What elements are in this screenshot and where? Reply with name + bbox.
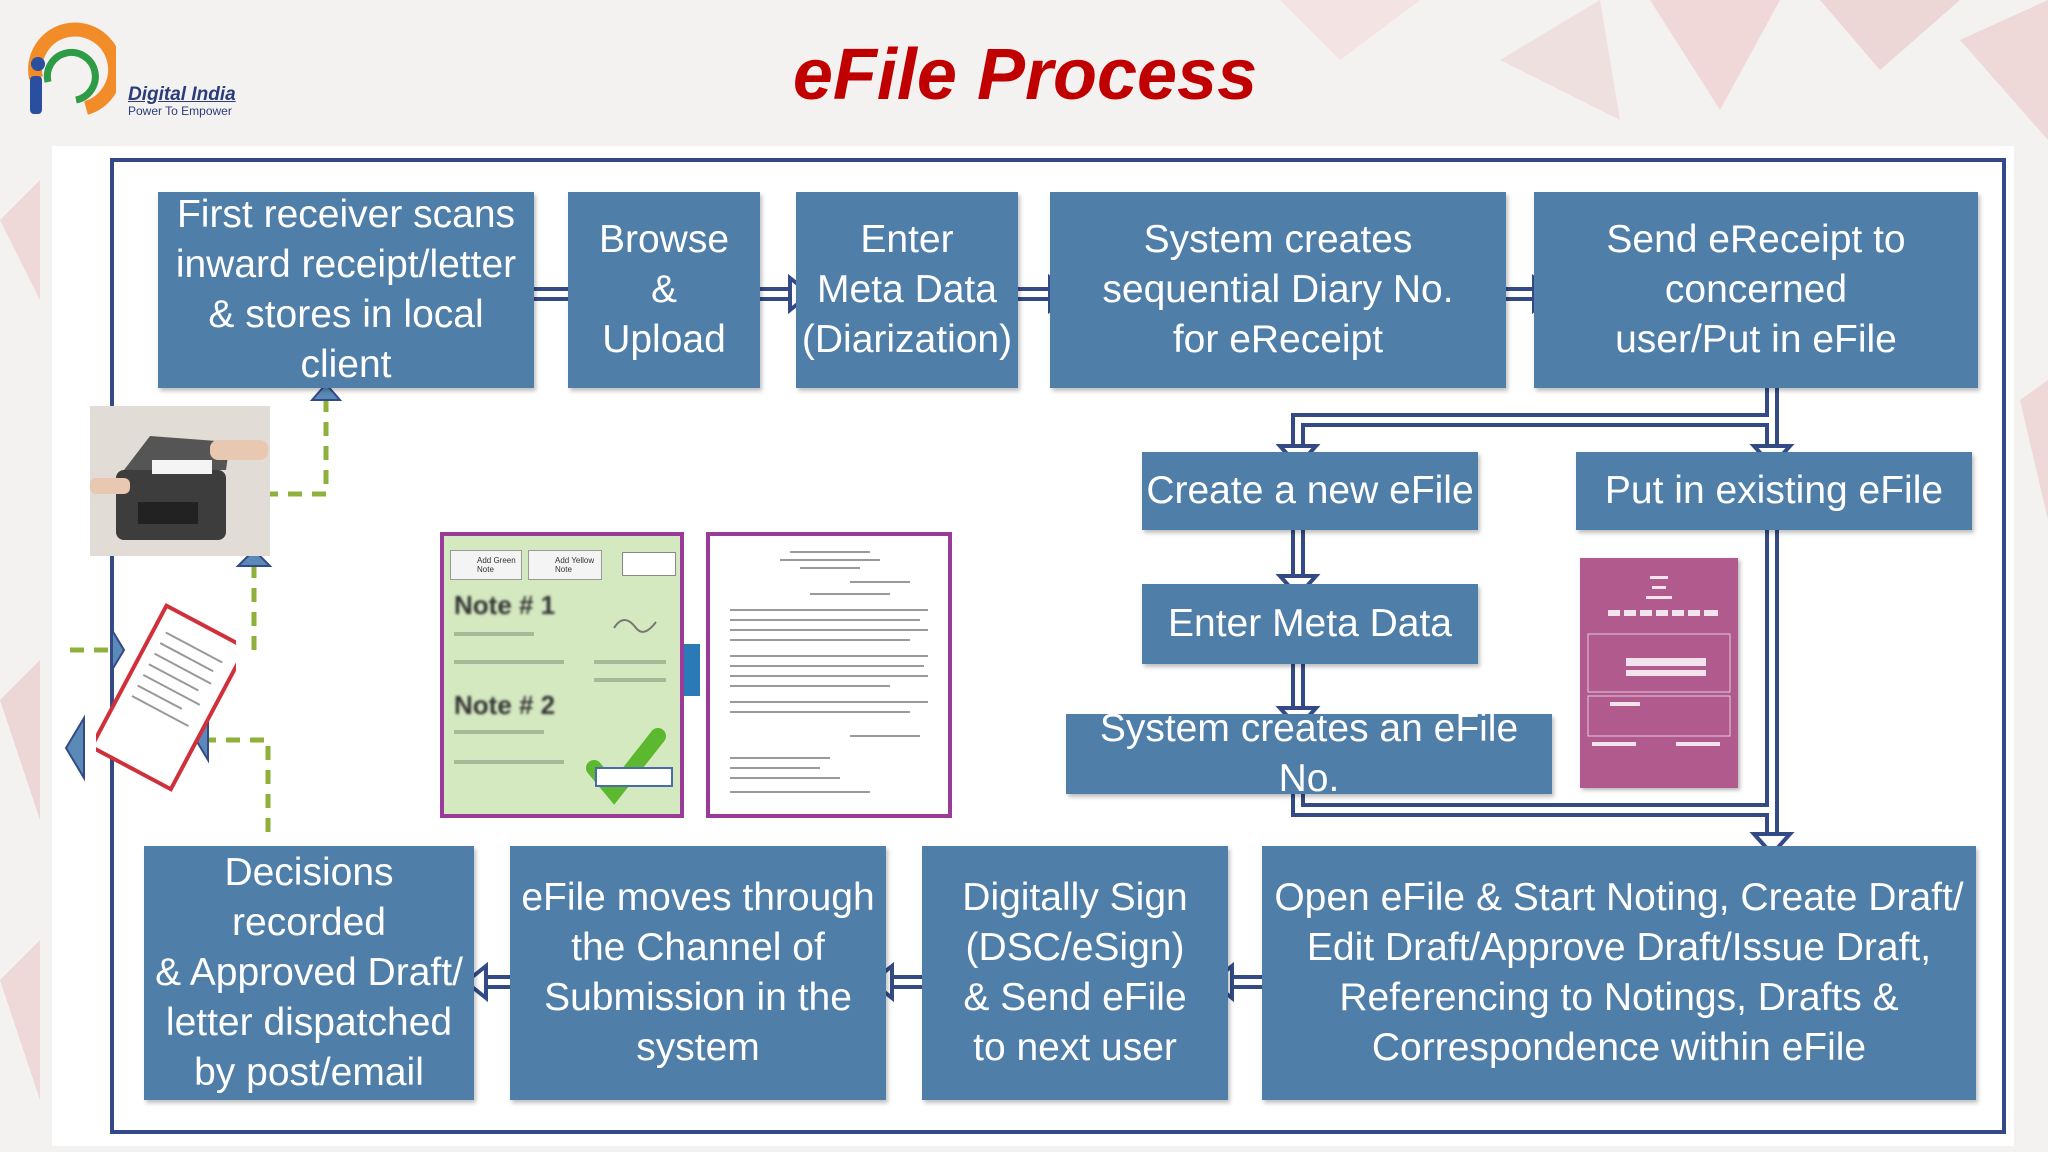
- note-search-box: [622, 552, 676, 576]
- step-decisions-dispatched: Decisions recorded & Approved Draft/ let…: [144, 846, 474, 1100]
- correspondence-page-screenshot: [706, 532, 952, 818]
- letter-icon: [88, 602, 249, 792]
- note-2-heading: Note # 2: [454, 690, 556, 720]
- step-create-new-efile: Create a new eFile: [1142, 452, 1478, 530]
- step-digitally-sign: Digitally Sign (DSC/eSign) & Send eFile …: [922, 846, 1228, 1100]
- step-diary-number: System creates sequential Diary No. for …: [1050, 192, 1506, 388]
- logo-name: Digital India: [128, 84, 236, 105]
- step-channel-submission: eFile moves through the Channel of Submi…: [510, 846, 886, 1100]
- logo-mark-icon: [28, 22, 123, 115]
- note-1-heading: Note # 1: [454, 590, 556, 620]
- document-text-lines: [730, 551, 928, 793]
- step-browse-upload: Browse & Upload: [568, 192, 760, 388]
- letter-document-image: [88, 596, 249, 796]
- step-put-existing-efile: Put in existing eFile: [1576, 452, 1972, 530]
- digital-india-logo: Digital India Power To Empower: [16, 18, 236, 122]
- existing-efile-form-screenshot: [1580, 558, 1738, 788]
- noting-panel-screenshot: Add Green Note Add Yellow Note Note # 1 …: [440, 532, 684, 818]
- step-enter-metadata: Enter Meta Data (Diarization): [796, 192, 1018, 388]
- step-scan-receipt: First receiver scans inward receipt/lett…: [158, 192, 534, 388]
- step-efile-number: System creates an eFile No.: [1066, 707, 1552, 800]
- logo-tagline: Power To Empower: [128, 104, 232, 118]
- add-green-note-button: Add Green Note: [450, 550, 522, 580]
- add-yellow-note-button: Add Yellow Note: [528, 550, 602, 580]
- note-content-lines: [454, 619, 673, 805]
- step-enter-metadata-efile: Enter Meta Data: [1142, 584, 1478, 664]
- scanner-image: [90, 406, 270, 556]
- step-send-ereceipt: Send eReceipt to concerned user/Put in e…: [1534, 192, 1978, 388]
- page-title: eFile Process: [792, 35, 1258, 115]
- panel-divider-handle: [684, 644, 700, 696]
- scanner-icon: [90, 436, 268, 540]
- form-fields: [1587, 576, 1731, 746]
- step-open-efile-noting: Open eFile & Start Noting, Create Draft/…: [1262, 846, 1976, 1100]
